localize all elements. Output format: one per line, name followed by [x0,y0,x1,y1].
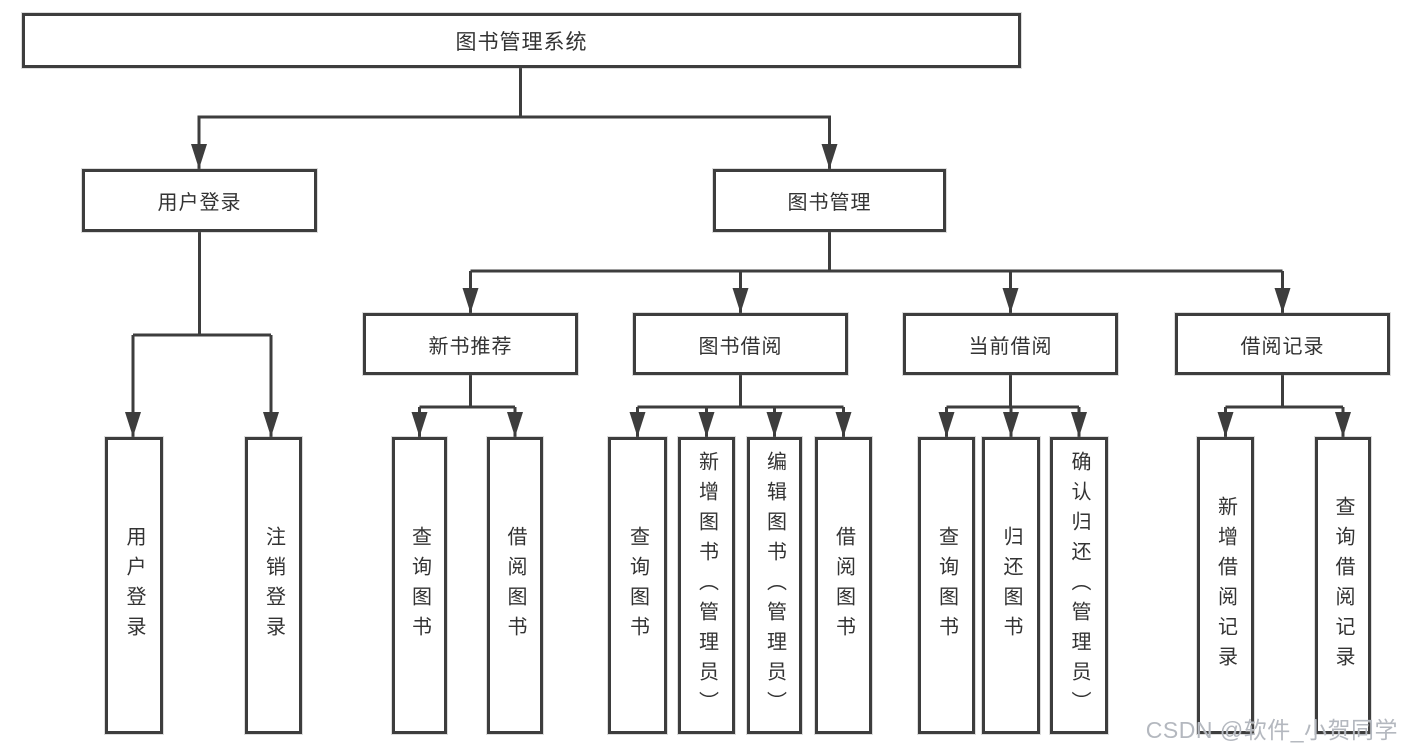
leaf-query-books-current: 查询图书 [918,437,975,734]
node-new-book-recommendation: 新书推荐 [363,313,578,375]
leaf-user-login: 用户登录 [105,437,163,734]
leaf-query-books-recommend: 查询图书 [392,437,447,734]
csdn-watermark: CSDN @软件_小贺同学 [1145,717,1398,743]
leaf-query-books-borrow: 查询图书 [608,437,667,734]
node-book-management: 图书管理 [713,169,946,232]
tree-skeleton-lines [133,68,1343,409]
leaf-return-books: 归还图书 [982,437,1040,734]
leaf-edit-books-admin: 编辑图书（管理员） [747,437,802,734]
leaf-query-borrow-record: 查询借阅记录 [1315,437,1371,734]
node-library-management-system: 图书管理系统 [22,13,1021,68]
node-user-login: 用户登录 [82,169,317,232]
leaf-borrow-books: 借阅图书 [815,437,872,734]
leaf-confirm-return-admin: 确认归还（管理员） [1050,437,1108,734]
leaf-add-books-admin: 新增图书（管理员） [678,437,735,734]
leaf-add-borrow-record: 新增借阅记录 [1197,437,1254,734]
leaf-borrow-books-recommend: 借阅图书 [487,437,543,734]
node-book-borrowing: 图书借阅 [633,313,848,375]
node-borrowing-records: 借阅记录 [1175,313,1390,375]
leaf-logout: 注销登录 [245,437,302,734]
node-current-borrowing: 当前借阅 [903,313,1118,375]
